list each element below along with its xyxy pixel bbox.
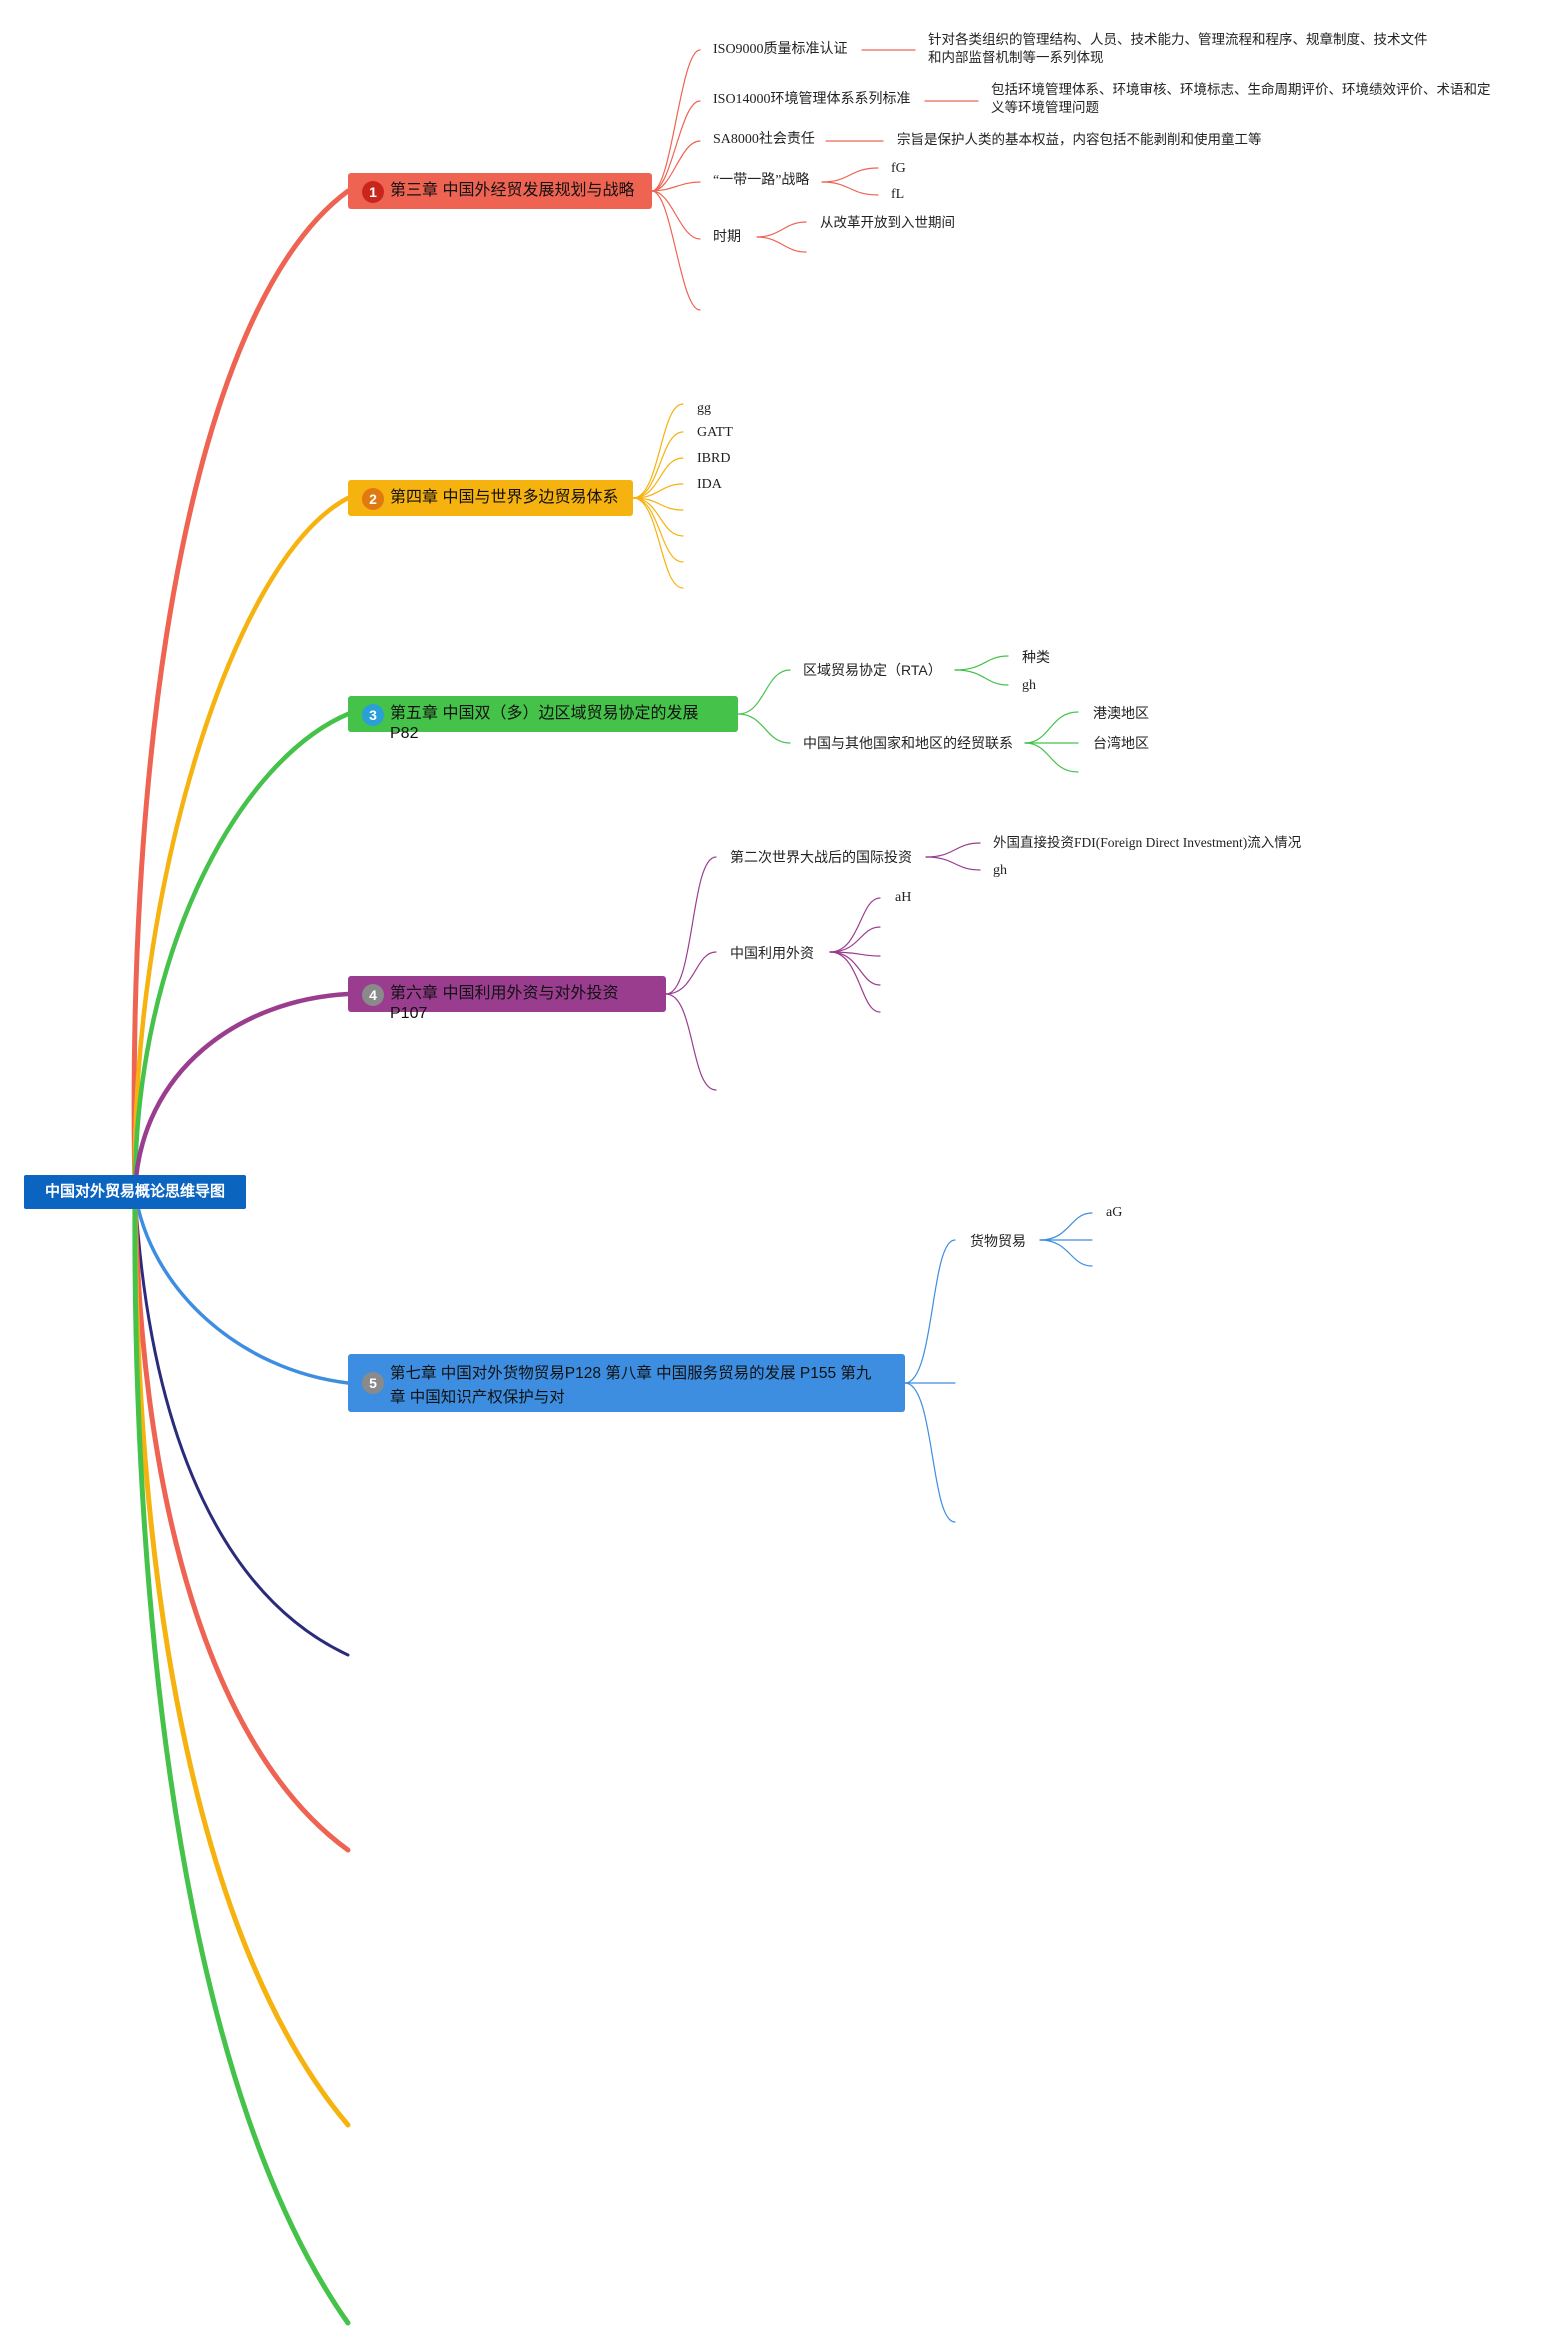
- topic-taiwan[interactable]: 台湾地区: [1093, 735, 1149, 751]
- edge-china-4: [829, 951, 881, 1013]
- edge-root-chapter-6: [132, 991, 351, 1195]
- edge-c6-china: [665, 951, 717, 995]
- edge-c4-2: [632, 457, 684, 499]
- topic-fdi[interactable]: 外国直接投资FDI(Foreign Direct Investment)流入情况: [993, 835, 1302, 850]
- edge-postwar-gh: [925, 856, 981, 871]
- root-topic[interactable]: 中国对外贸易概论思维导图: [24, 1175, 246, 1209]
- topic-goods-trade[interactable]: 货物贸易: [970, 1233, 1026, 1249]
- edge-c5-ties: [737, 713, 791, 744]
- branch-label: 第七章 中国对外货物贸易P128 第八章 中国服务贸易的发展 P155 第九章 …: [390, 1365, 872, 1406]
- topic-ibrd[interactable]: IBRD: [697, 451, 731, 466]
- badge-5-icon: 5: [362, 1372, 384, 1394]
- edge-c7-goods: [904, 1239, 956, 1384]
- edge-tail-green: [132, 1189, 351, 2326]
- badge-4-icon: 4: [362, 984, 384, 1006]
- topic-sa8000[interactable]: SA8000社会责任: [713, 132, 815, 147]
- edge-c6-empty: [665, 993, 717, 1091]
- edge-c4-5: [632, 497, 684, 537]
- edge-c3-sa8000: [651, 140, 701, 192]
- edge-tail-yellow: [132, 1189, 351, 2128]
- topic-hk-macao[interactable]: 港澳地区: [1093, 705, 1149, 721]
- edge-c4-0: [632, 403, 684, 499]
- topic-types[interactable]: 种类: [1022, 649, 1050, 665]
- topic-sa8000-desc[interactable]: 宗旨是保护人类的基本权益，内容包括不能剥削和使用童工等: [897, 132, 1262, 147]
- branch-chapter-4[interactable]: 2 第四章 中国与世界多边贸易体系: [348, 480, 633, 516]
- branch-label: 第五章 中国双（多）边区域贸易协定的发展P82: [390, 705, 699, 742]
- badge-3-icon: 3: [362, 704, 384, 726]
- badge-1-icon: 1: [362, 181, 384, 203]
- edge-rta-types: [954, 655, 1009, 671]
- topic-belt-road[interactable]: “一带一路”战略: [713, 173, 810, 188]
- branch-label: 第六章 中国利用外资与对外投资P107: [390, 985, 619, 1022]
- edge-c6-postwar: [665, 856, 717, 995]
- edge-period-empty: [756, 236, 807, 253]
- edge-root-chapter-5: [132, 711, 351, 1195]
- edge-tail-red: [132, 1189, 351, 1853]
- edge-china-3: [829, 951, 881, 986]
- topic-gh[interactable]: gh: [1022, 678, 1036, 693]
- badge-2-icon: 2: [362, 488, 384, 510]
- topic-ida[interactable]: IDA: [697, 477, 722, 492]
- topic-gatt[interactable]: GATT: [697, 425, 733, 440]
- edge-c3-iso9000: [651, 49, 701, 192]
- edge-china-0: [829, 897, 881, 953]
- edge-root-chapter-3: [131, 188, 351, 1195]
- edge-postwar-fdi: [925, 842, 981, 858]
- branch-chapter-6[interactable]: 4 第六章 中国利用外资与对外投资P107: [348, 976, 666, 1022]
- edge-c4-6: [632, 497, 684, 563]
- edge-rta-gh: [954, 669, 1009, 686]
- edge-china-1: [829, 926, 881, 953]
- edge-belt-fg: [821, 167, 879, 183]
- branch-chapter-7-9[interactable]: 5 第七章 中国对外货物贸易P128 第八章 中国服务贸易的发展 P155 第九…: [348, 1354, 905, 1412]
- topic-gh-2[interactable]: gh: [993, 863, 1007, 878]
- edge-c3-empty: [651, 190, 701, 311]
- topic-rta[interactable]: 区域贸易协定（RTA）: [803, 662, 942, 678]
- topic-ag[interactable]: aG: [1106, 1205, 1123, 1220]
- topic-period[interactable]: 时期: [713, 230, 741, 245]
- edge-tail-navy: [133, 1190, 350, 1657]
- branch-chapter-5[interactable]: 3 第五章 中国双（多）边区域贸易协定的发展P82: [348, 696, 738, 742]
- edge-c5-rta: [737, 669, 791, 715]
- topic-iso9000-desc[interactable]: 针对各类组织的管理结构、人员、技术能力、管理流程和程序、规章制度、技术文件和内部…: [928, 32, 1428, 65]
- edge-c4-7: [632, 497, 684, 589]
- edge-ties-empty: [1024, 742, 1079, 773]
- topic-iso14000-desc[interactable]: 包括环境管理体系、环境审核、环境标志、生命周期评价、环境绩效评价、术语和定义等环…: [991, 82, 1491, 115]
- topic-fl[interactable]: fL: [891, 187, 905, 202]
- edge-c4-3: [632, 483, 684, 499]
- edge-c3-belt-road: [651, 181, 701, 192]
- edge-c7-bottom: [904, 1382, 956, 1523]
- edge-goods-ag: [1039, 1212, 1093, 1241]
- edge-root-chapter-4: [132, 495, 351, 1195]
- topic-iso14000[interactable]: ISO14000环境管理体系系列标准: [713, 92, 911, 107]
- edge-ties-hk: [1024, 711, 1079, 744]
- branch-label: 第四章 中国与世界多边贸易体系: [390, 489, 619, 506]
- branch-label: 第三章 中国外经贸发展规划与战略: [390, 182, 635, 199]
- edge-period-desc: [756, 221, 807, 238]
- topic-fg[interactable]: fG: [891, 161, 906, 176]
- topic-gg[interactable]: gg: [697, 401, 711, 416]
- edge-belt-fl: [821, 181, 879, 196]
- topic-postwar-investment[interactable]: 第二次世界大战后的国际投资: [730, 849, 912, 865]
- edge-c3-period: [651, 190, 701, 240]
- edge-c4-1: [632, 431, 684, 499]
- topic-china-fdi-use[interactable]: 中国利用外资: [730, 945, 814, 961]
- branch-chapter-3[interactable]: 1 第三章 中国外经贸发展规划与战略: [348, 173, 652, 209]
- topic-iso9000[interactable]: ISO9000质量标准认证: [713, 42, 848, 57]
- edge-c3-iso14000: [651, 100, 701, 192]
- topic-economic-ties[interactable]: 中国与其他国家和地区的经贸联系: [803, 735, 1013, 751]
- edge-goods-3: [1039, 1239, 1093, 1267]
- edge-root-chapter-7: [133, 1190, 350, 1385]
- topic-ah[interactable]: aH: [895, 890, 912, 905]
- topic-period-desc[interactable]: 从改革开放到入世期间: [820, 215, 955, 230]
